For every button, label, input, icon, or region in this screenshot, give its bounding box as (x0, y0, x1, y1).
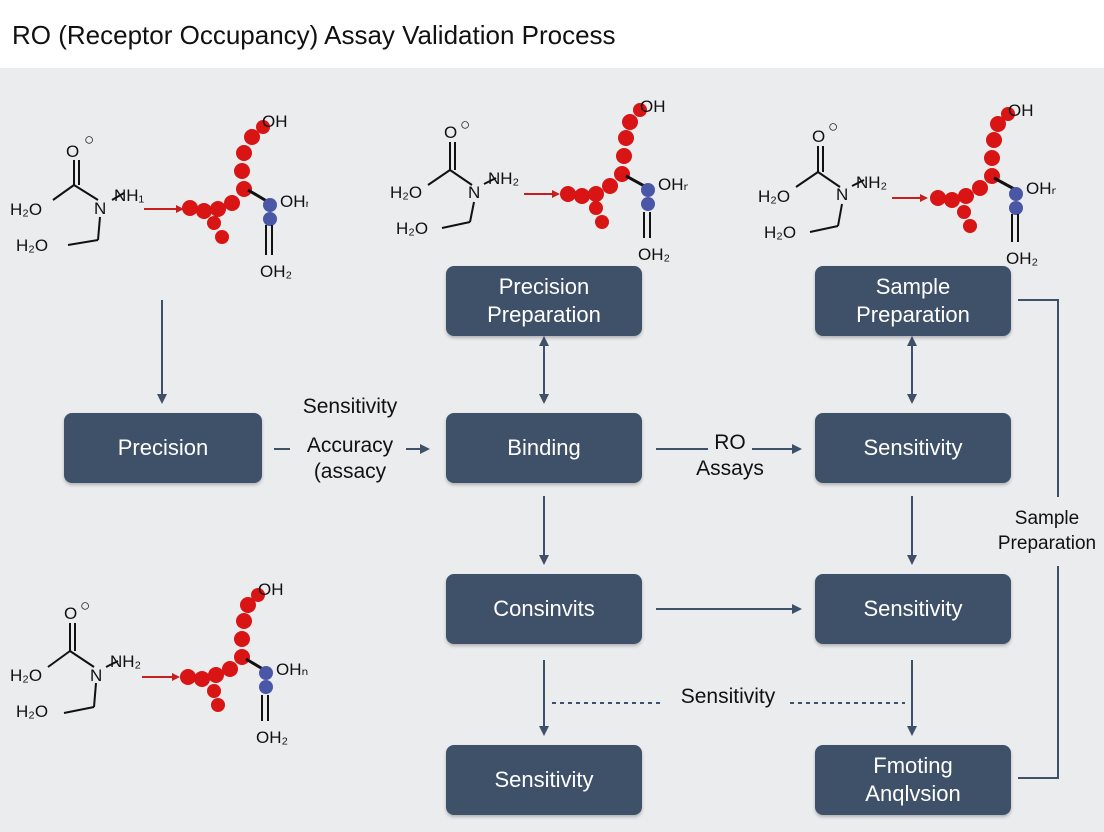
svg-text:OH: OH (258, 580, 284, 599)
svg-text:OHₙ: OHₙ (280, 192, 308, 211)
molecule-icon: O ○ N NH₂ H₂O H₂O OH OHₙ OH₂ (390, 97, 688, 264)
molecule-icon: O ○ N NH₂ H₂O H₂O OH OHₙ OH₂ (10, 580, 308, 747)
node-precision: Precision (64, 413, 262, 483)
title-bar: RO (Receptor Occupancy) Assay Validation… (0, 0, 1104, 68)
node-sensitivity-right-middle: Sensitivity (815, 574, 1011, 644)
label-accuracy-assacy: Accuracy (assacy (306, 434, 394, 483)
svg-text:OH₂: OH₂ (256, 728, 288, 747)
svg-text:○: ○ (828, 117, 838, 136)
label-ro-assays: RO Assays (696, 431, 764, 480)
node-fmoting-anqlvsion: Fmoting Anqlvsion (815, 745, 1011, 815)
svg-text:H₂O: H₂O (10, 200, 42, 219)
bracket-upper (1018, 299, 1059, 497)
svg-text:○: ○ (84, 130, 94, 149)
svg-text:O: O (64, 604, 77, 623)
node-label: Consinvits (493, 596, 595, 621)
node-label: Sample Preparation (856, 274, 970, 327)
label-sensitivity-top: Sensitivity (302, 395, 398, 418)
svg-text:OHₙ: OHₙ (658, 175, 688, 194)
svg-text:H₂O: H₂O (396, 219, 428, 238)
svg-text:O: O (444, 123, 457, 142)
svg-text:H₂O: H₂O (764, 223, 796, 242)
svg-text:H₂O: H₂O (758, 187, 790, 206)
label-sample-preparation-side: Sample Preparation (997, 508, 1097, 554)
node-label: Precision Preparation (487, 274, 601, 327)
node-label: Sensitivity (863, 596, 963, 621)
svg-text:OH: OH (262, 112, 288, 131)
svg-text:NH₂: NH₂ (488, 169, 519, 188)
node-binding: Binding (446, 413, 642, 483)
svg-text:OH: OH (1008, 101, 1034, 120)
node-label: Fmoting Anqlvsion (865, 753, 961, 806)
svg-text:OH₂: OH₂ (638, 245, 670, 264)
svg-text:O: O (812, 127, 825, 146)
svg-text:OH: OH (640, 97, 666, 116)
bracket-lower (1018, 566, 1059, 779)
svg-text:NH₂: NH₂ (110, 652, 141, 671)
svg-text:H₂O: H₂O (390, 183, 422, 202)
label-sensitivity-dashed: Sensitivity (680, 685, 776, 708)
svg-text:H₂O: H₂O (10, 666, 42, 685)
svg-text:O: O (66, 142, 79, 161)
molecule-icon: O ○ N NH₁ H₂O H₂O OH OHₙ OH₂ (10, 112, 308, 281)
node-label: Precision (117, 435, 209, 460)
node-precision-preparation: Precision Preparation (446, 266, 642, 336)
svg-text:OH₂: OH₂ (1006, 249, 1038, 268)
svg-text:NH₁: NH₁ (114, 186, 145, 205)
svg-text:H₂O: H₂O (16, 236, 48, 255)
node-label: Sensitivity (494, 767, 594, 792)
svg-text:H₂O: H₂O (16, 702, 48, 721)
svg-text:N: N (468, 183, 480, 202)
svg-text:OHₙ: OHₙ (1026, 179, 1056, 198)
node-sensitivity-right-upper: Sensitivity (815, 413, 1011, 483)
node-sensitivity-mid-bottom: Sensitivity (446, 745, 642, 815)
node-label: Binding (507, 435, 581, 460)
node-label: Sensitivity (863, 435, 963, 460)
svg-text:OH₂: OH₂ (260, 262, 292, 281)
svg-text:N: N (94, 199, 106, 218)
molecule-icon: O ○ N NH₂ H₂O H₂O OH OHₙ OH₂ (758, 101, 1056, 268)
svg-text:N: N (90, 666, 102, 685)
svg-text:OHₙ: OHₙ (276, 660, 308, 679)
svg-text:○: ○ (460, 115, 470, 134)
node-consinvits: Consinvits (446, 574, 642, 644)
node-sample-preparation: Sample Preparation (815, 266, 1011, 336)
svg-text:NH₂: NH₂ (856, 173, 887, 192)
svg-text:N: N (836, 185, 848, 204)
svg-text:○: ○ (80, 596, 90, 615)
page-title: RO (Receptor Occupancy) Assay Validation… (12, 20, 616, 50)
